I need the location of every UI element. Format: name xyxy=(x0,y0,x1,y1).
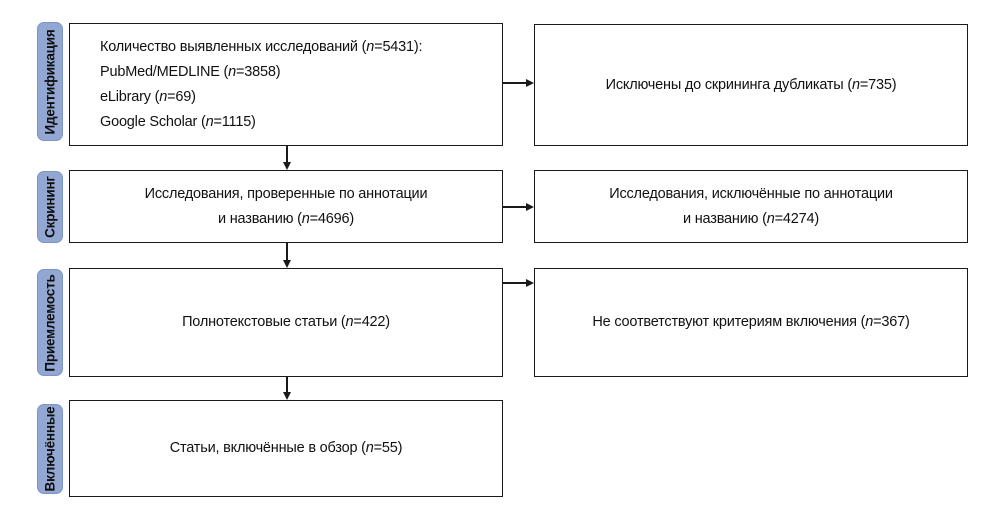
box-excluded-criteria: Не соответствуют критериям включения (n=… xyxy=(534,268,968,377)
arrow-line xyxy=(286,377,288,392)
arrow-head-icon xyxy=(526,202,534,211)
box-line: и названию (n=4696) xyxy=(218,210,354,227)
arrow-head-icon xyxy=(282,162,291,170)
box-included-articles: Статьи, включённые в обзор (n=55) xyxy=(69,400,503,497)
box-line: PubMed/MEDLINE (n=3858) xyxy=(100,63,281,80)
stage-label-included-text: Включённые xyxy=(42,406,58,492)
arrow-line xyxy=(286,146,288,162)
stage-label-eligibility: Приемлемость xyxy=(37,269,63,376)
box-line: Полнотекстовые статьи (n=422) xyxy=(182,314,390,330)
arrow-head-icon xyxy=(526,278,534,287)
box-line: Статьи, включённые в обзор (n=55) xyxy=(169,440,403,456)
arrow-head-icon xyxy=(282,392,291,400)
stage-label-identification: Идентификация xyxy=(37,22,63,141)
box-excluded-duplicates: Исключены до скрининга дубликаты (n=735) xyxy=(534,24,968,146)
box-screened-records: Исследования, проверенные по аннотации и… xyxy=(69,170,503,243)
arrow-line xyxy=(503,82,527,84)
box-line: Исследования, проверенные по аннотации xyxy=(144,185,428,202)
box-fulltext-articles: Полнотекстовые статьи (n=422) xyxy=(69,268,503,377)
arrow-line xyxy=(503,282,527,284)
arrow-line xyxy=(503,206,527,208)
stage-label-screening: Скрининг xyxy=(37,171,63,243)
stage-label-screening-text: Скрининг xyxy=(42,176,58,238)
box-line: Google Scholar (n=1115) xyxy=(100,113,256,130)
box-line: Исключены до скрининга дубликаты (n=735) xyxy=(605,76,897,93)
stage-label-eligibility-text: Приемлемость xyxy=(42,273,58,372)
box-line: Количество выявленных исследований (n=54… xyxy=(100,38,423,55)
box-line: eLibrary (n=69) xyxy=(100,88,196,105)
box-identified-records: Количество выявленных исследований (n=54… xyxy=(69,23,503,146)
arrow-head-icon xyxy=(282,260,291,268)
box-line: Исследования, исключённые по аннотации xyxy=(609,185,893,202)
arrow-line xyxy=(286,243,288,260)
box-line: и названию (n=4274) xyxy=(683,210,819,227)
box-line: Не соответствуют критериям включения (n=… xyxy=(592,314,910,330)
arrow-head-icon xyxy=(526,78,534,87)
stage-label-included: Включённые xyxy=(37,404,63,494)
stage-label-identification-text: Идентификация xyxy=(42,28,58,135)
box-excluded-by-abstract: Исследования, исключённые по аннотации и… xyxy=(534,170,968,243)
